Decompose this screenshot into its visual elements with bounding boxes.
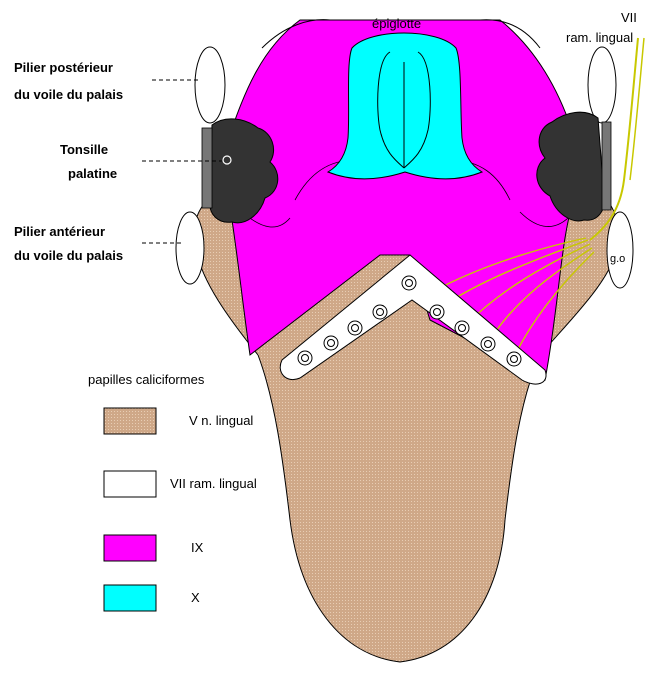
vii-label-line1: VII (621, 10, 637, 25)
legend-swatch-v (104, 408, 156, 434)
legend: V n. lingual VII ram. lingual IX X (104, 408, 257, 611)
right-anterior-pillar (607, 212, 633, 288)
pilier-posterieur-label-2: du voile du palais (14, 87, 123, 102)
tonsille-label-1: Tonsille (60, 142, 108, 157)
papilla (298, 351, 312, 365)
papilla (481, 337, 495, 351)
epiglotte-label: épiglotte (372, 16, 421, 31)
right-posterior-pillar (588, 47, 616, 123)
papilla (348, 321, 362, 335)
left-posterior-pillar (195, 47, 225, 123)
pilier-posterieur-label-1: Pilier postérieur (14, 60, 113, 75)
legend-swatch-ix (104, 535, 156, 561)
pilier-anterieur-label-1: Pilier antérieur (14, 224, 105, 239)
legend-label-ix: IX (191, 540, 204, 555)
papilla (402, 276, 416, 290)
papilla (324, 336, 338, 350)
right-tonsil-stripes (602, 122, 611, 210)
tonsille-label-2: palatine (68, 166, 117, 181)
papilla (455, 321, 469, 335)
left-tonsil-stripes (202, 128, 212, 208)
legend-label-v: V n. lingual (189, 413, 253, 428)
legend-swatch-x (104, 585, 156, 611)
legend-label-x: X (191, 590, 200, 605)
vii-label-line2: ram. lingual (566, 30, 633, 45)
legend-label-vii: VII ram. lingual (170, 476, 257, 491)
left-anterior-pillar (176, 212, 204, 284)
papilles-label: papilles caliciformes (88, 372, 205, 387)
go-label: g.o (610, 253, 625, 265)
legend-swatch-vii (104, 471, 156, 497)
papilla (373, 305, 387, 319)
papilla (507, 352, 521, 366)
papilla (430, 305, 444, 319)
pilier-anterieur-label-2: du voile du palais (14, 248, 123, 263)
